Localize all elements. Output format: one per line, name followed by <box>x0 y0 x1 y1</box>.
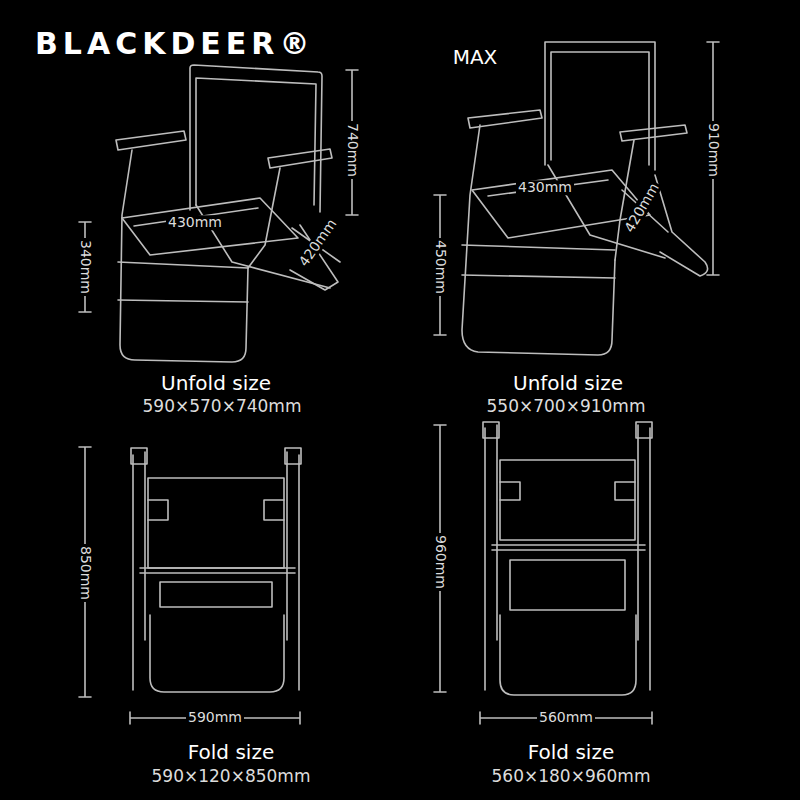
chair-folded-part <box>148 500 284 520</box>
chair-folded-part <box>285 448 301 464</box>
chair-unfolded-part <box>655 175 708 276</box>
size-heading: Fold size <box>188 741 274 763</box>
dimension-label: 960mm <box>432 533 447 591</box>
dimension-line <box>79 447 300 724</box>
chair-unfolded-part <box>190 65 322 212</box>
dimension-label: 430mm <box>516 180 574 195</box>
chair-unfolded-part <box>548 165 665 258</box>
brand-title: BLACKDEER® <box>35 26 314 61</box>
size-heading: Fold size <box>528 741 614 763</box>
dimension-label: 430mm <box>166 215 224 230</box>
dimension-label: 740mm <box>344 121 359 179</box>
chair-unfolded-part <box>545 42 655 170</box>
chair-unfolded-part <box>620 125 687 141</box>
chair-folded-part <box>148 478 284 568</box>
chair-folded-part <box>131 448 147 464</box>
chair-folded-part <box>492 545 645 550</box>
chair-unfolded-part <box>615 140 634 260</box>
chair-unfolded-part <box>462 245 615 278</box>
dimension-label: 590mm <box>186 710 244 725</box>
chair-unfolded-part <box>196 78 316 205</box>
size-value: 560×180×960mm <box>492 767 651 786</box>
chair-folded-part <box>140 568 295 573</box>
chair-unfolded-part <box>248 168 280 268</box>
chair-unfolded-part <box>118 262 248 302</box>
dimension-label: 850mm <box>77 544 92 602</box>
chair-unfolded-part <box>551 52 649 165</box>
dimension-label: 420mm <box>295 215 341 271</box>
dimension-label: 560mm <box>537 710 595 725</box>
chair-folded-part <box>483 422 499 438</box>
chair-unfolded-part <box>268 149 332 168</box>
dimension-line <box>434 425 652 724</box>
chair-unfolded-part <box>122 198 298 255</box>
dimension-line <box>79 70 358 312</box>
chair-unfolded <box>462 42 708 355</box>
chair-folded-part <box>510 560 625 610</box>
size-heading: Unfold size <box>161 372 271 394</box>
size-value: 550×700×910mm <box>487 397 646 416</box>
chair-folded-part <box>485 425 650 690</box>
chair-unfolded-part <box>488 180 608 196</box>
chair-unfolded-part <box>462 125 615 355</box>
model-label: MAX <box>453 46 498 68</box>
size-value: 590×120×850mm <box>152 767 311 786</box>
chair-folded-part <box>160 582 272 607</box>
dimension-label: 450mm <box>432 238 447 296</box>
chair-unfolded-part <box>468 110 542 128</box>
chair-unfolded-part <box>116 131 186 150</box>
size-heading: Unfold size <box>513 372 623 394</box>
chair-folded-part <box>500 615 636 695</box>
dimension-label: 910mm <box>705 121 720 179</box>
dimension-line <box>434 42 719 335</box>
chair-unfolded <box>116 65 340 362</box>
chair-folded <box>131 448 301 692</box>
chair-folded-part <box>150 615 284 692</box>
dimension-label: 340mm <box>77 238 92 296</box>
size-value: 590×570×740mm <box>143 397 302 416</box>
chair-folded <box>483 422 652 695</box>
chair-folded-part <box>500 460 635 540</box>
chair-folded-part <box>133 452 299 690</box>
chair-folded-part <box>636 422 652 438</box>
chair-folded-part <box>500 482 635 500</box>
